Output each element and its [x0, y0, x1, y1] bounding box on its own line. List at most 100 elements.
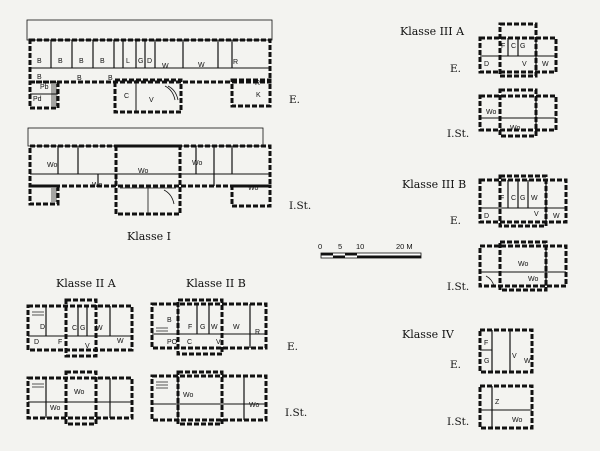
klasse-2b-ground-floor-room-labels: B F G W W R PO C V	[167, 317, 260, 346]
room-label: B	[79, 58, 84, 65]
room-label: Wo	[74, 389, 84, 396]
room-label: W	[198, 62, 205, 69]
room-label: C	[511, 195, 516, 202]
room-label: C	[187, 339, 192, 346]
floor-label-upper: I.St.	[285, 407, 307, 419]
room-label: D	[484, 61, 489, 68]
room-label: V	[512, 353, 517, 360]
room-label: B	[77, 75, 82, 82]
room-label: R	[255, 329, 260, 336]
room-label: G	[138, 58, 143, 65]
klasse-2a-upper-floor-room-labels: Wo Wo	[50, 389, 84, 412]
klasse-1-upper-floor-room-labels: Wo Wo Wo Wo Wo	[47, 160, 258, 192]
plan-klasse-3b-ground-floor	[478, 174, 568, 228]
room-label: Wo	[518, 261, 528, 268]
floor-label-upper: I.St.	[447, 416, 469, 428]
plan-klasse-3a-upper-floor	[478, 88, 558, 138]
room-label: L	[126, 58, 130, 65]
room-label: Wo	[486, 109, 496, 116]
room-label: R	[255, 80, 260, 87]
room-label: B	[167, 317, 172, 324]
room-label: Wo	[249, 402, 259, 409]
room-label: Wo	[50, 405, 60, 412]
room-label: F	[484, 340, 488, 347]
room-label: Wo	[138, 168, 148, 175]
plan-klasse-4-ground-floor	[478, 328, 534, 374]
room-label: W	[117, 338, 124, 345]
room-label: Wo	[92, 182, 102, 189]
room-label: G	[520, 43, 525, 50]
room-label: W	[524, 358, 531, 365]
floor-label-upper: I.St.	[447, 128, 469, 140]
scale-tick-label: 10	[356, 242, 364, 251]
klasse-4-upper-floor-room-labels: Z Wo	[495, 399, 522, 424]
room-label: G	[80, 325, 85, 332]
plan-klasse-2a-upper-floor	[26, 370, 134, 426]
floor-label-upper: I.St.	[447, 281, 469, 293]
group-title-klasse-1: Klasse I	[127, 230, 171, 243]
room-label: B	[100, 58, 105, 65]
room-label: W	[233, 324, 240, 331]
room-label: W	[96, 325, 103, 332]
room-label: W	[531, 195, 538, 202]
room-label: F	[500, 195, 504, 202]
floor-label-ground: E.	[450, 215, 461, 227]
scale-tick-label: 5	[338, 242, 342, 251]
room-label: V	[216, 339, 221, 346]
room-label: V	[85, 343, 90, 350]
plan-klasse-3a-ground-floor	[478, 22, 558, 78]
room-label: C	[511, 43, 516, 50]
room-label: V	[149, 97, 154, 104]
room-label: Wo	[248, 185, 258, 192]
room-label: B	[37, 58, 42, 65]
floor-label-ground: E.	[450, 63, 461, 75]
room-label: R	[233, 59, 238, 66]
room-label: C	[124, 93, 129, 100]
plan-klasse-2b-upper-floor	[150, 370, 268, 426]
klasse-4-ground-floor-room-labels: F G V W	[484, 340, 531, 365]
floor-label-ground: E.	[289, 94, 300, 106]
room-label: G	[484, 358, 489, 365]
room-label: V	[522, 61, 527, 68]
room-label: Wo	[512, 417, 522, 424]
klasse-3b-upper-floor-room-labels: Wo Wo	[518, 261, 538, 283]
room-label: V	[534, 211, 539, 218]
scale-bar: 0 5 10 20 M	[318, 242, 422, 259]
room-label: W	[162, 63, 169, 70]
room-label: W	[553, 213, 560, 220]
room-label: D	[34, 339, 39, 346]
group-title-klasse-3b: Klasse III B	[402, 178, 466, 191]
klasse-3a-ground-floor-room-labels: F C G D V W	[484, 43, 549, 68]
room-label: Pb	[40, 84, 49, 91]
room-label: G	[200, 324, 205, 331]
group-title-klasse-2a: Klasse II A	[56, 277, 117, 290]
plan-klasse-2a-ground-floor	[26, 298, 134, 358]
room-label: B	[37, 74, 42, 81]
room-label: W	[211, 324, 218, 331]
room-label: D	[40, 324, 45, 331]
room-label: PO	[167, 339, 178, 346]
room-label: F	[58, 339, 62, 346]
room-label: F	[188, 324, 192, 331]
room-label: D	[147, 58, 152, 65]
floor-label-ground: E.	[450, 359, 461, 371]
room-label: B	[58, 58, 63, 65]
plan-klasse-3b-upper-floor	[478, 240, 568, 292]
klasse-2a-ground-floor-room-labels: D C G W W D F V	[34, 324, 124, 350]
room-label: Wo	[192, 160, 202, 167]
room-label: Wo	[183, 392, 193, 399]
room-label: F	[501, 43, 505, 50]
scale-tick-label: 20 M	[396, 242, 413, 251]
room-label: Z	[495, 399, 500, 406]
klasse-1-ground-floor-room-labels: B B B B B L G D W W R B Pb B Pd C V R K	[33, 58, 261, 104]
floor-label-ground: E.	[287, 341, 298, 353]
room-label: C	[72, 325, 77, 332]
klasse-2b-upper-floor-room-labels: Wo Wo	[183, 392, 259, 409]
room-label: G	[520, 195, 525, 202]
klasse-3b-ground-floor-room-labels: F C G W D V W	[484, 195, 560, 220]
room-label: Pd	[33, 96, 42, 103]
room-label: K	[256, 92, 261, 99]
room-label: Wo	[47, 162, 57, 169]
group-title-klasse-2b: Klasse II B	[186, 277, 246, 290]
